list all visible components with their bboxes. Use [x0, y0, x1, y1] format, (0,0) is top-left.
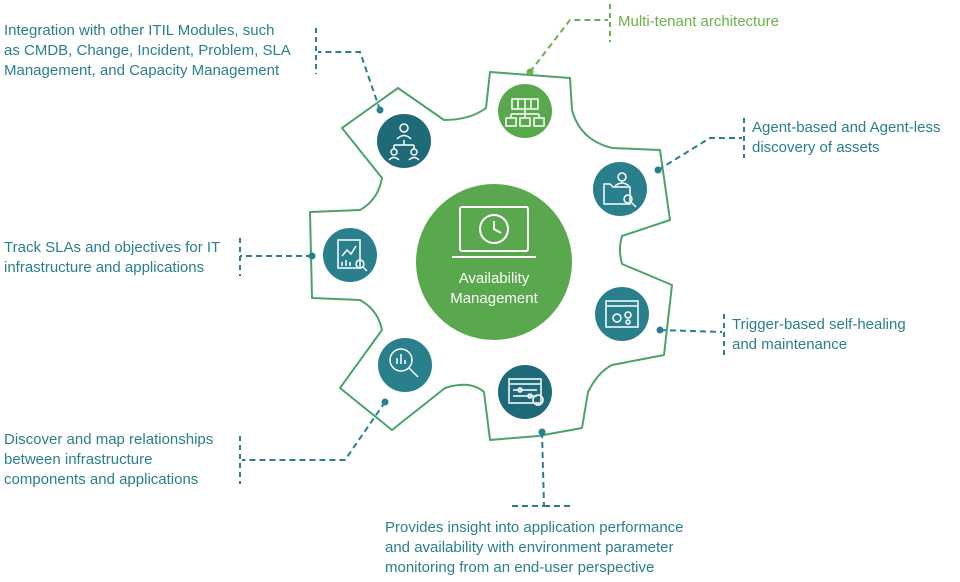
label-sla-tracking: Track SLAs and objectives for IT infrast…	[4, 238, 220, 278]
label-line: infrastructure and applications	[4, 259, 205, 276]
connector-selfhealing	[659, 329, 723, 333]
label-itil-integration: Integration with other ITIL Modules, suc…	[4, 21, 291, 81]
org-chart-icon	[377, 114, 431, 168]
label-line: Trigger-based self-healing	[732, 316, 906, 333]
dot-discovery	[654, 166, 662, 174]
label-self-healing: Trigger-based self-healing and maintenan…	[732, 315, 906, 355]
label-line: between infrastructure	[4, 451, 153, 468]
label-line: as CMDB, Change, Incident, Problem, SLA	[4, 42, 291, 59]
gear-outline	[309, 71, 673, 441]
dot-multitenant	[526, 68, 534, 76]
label-line: Provides insight into application perfor…	[385, 519, 684, 536]
connector-multitenant	[529, 19, 608, 73]
center-title: Availability Management	[414, 269, 574, 309]
dot-selfhealing	[656, 326, 664, 334]
center-title-line: Availability	[458, 270, 530, 287]
dot-itil	[376, 106, 384, 114]
connector-discover-map	[242, 401, 386, 461]
sliders-dashboard-icon	[498, 365, 552, 419]
label-line: and availability with environment parame…	[385, 539, 674, 556]
label-line: and maintenance	[732, 336, 848, 353]
label-line: Discover and map relationships	[4, 431, 214, 448]
connector-insight	[512, 431, 572, 507]
label-line: Track SLAs and objectives for IT	[4, 239, 221, 256]
dot-sla	[308, 252, 316, 260]
center-circle	[416, 184, 572, 340]
connector-discovery	[657, 137, 742, 171]
label-insight: Provides insight into application perfor…	[385, 518, 684, 578]
user-folder-search-icon	[593, 162, 647, 216]
dot-insight	[538, 428, 546, 436]
network-hierarchy-icon	[498, 84, 552, 138]
magnifier-chart-icon	[378, 338, 432, 392]
label-line: Multi-tenant architecture	[618, 13, 779, 30]
label-multi-tenant: Multi-tenant architecture	[618, 12, 779, 32]
dot-discover-map	[381, 398, 389, 406]
center-title-line: Management	[450, 290, 538, 307]
label-discovery: Agent-based and Agent-less discovery of …	[752, 118, 940, 158]
report-chart-icon	[323, 228, 377, 282]
label-line: discovery of assets	[752, 139, 880, 156]
label-line: Agent-based and Agent-less	[752, 119, 941, 136]
laptop-clock-icon	[452, 206, 536, 258]
label-line: Management, and Capacity Management	[4, 62, 280, 79]
label-line: components and applications	[4, 471, 199, 488]
label-discover-map: Discover and map relationships between i…	[4, 430, 213, 490]
label-line: monitoring from an end-user perspective	[385, 559, 655, 576]
browser-gears-icon	[595, 287, 649, 341]
label-line: Integration with other ITIL Modules, suc…	[4, 22, 275, 39]
connector-itil	[318, 51, 381, 111]
